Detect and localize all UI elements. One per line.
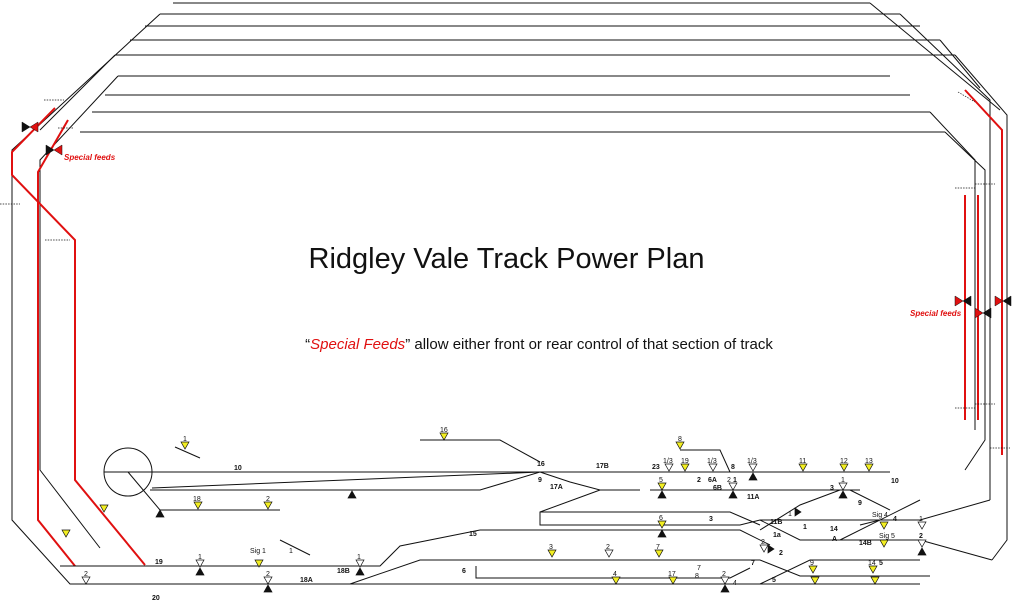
section-label: 1a	[773, 532, 781, 539]
subtitle-quote-open: “	[305, 336, 311, 353]
feed-label: 1	[919, 516, 923, 523]
section-label: 9	[858, 500, 862, 507]
special-feeds-label-left: Special feeds	[64, 153, 116, 162]
section-label: 5	[772, 577, 776, 584]
section-label: 3	[709, 516, 713, 523]
feed-label: 1	[357, 554, 361, 561]
feed-label: Sig 4	[872, 512, 888, 519]
inner-loop-track	[39, 75, 986, 549]
special-feed-arrows	[21, 121, 1012, 319]
feed-label: 1/3	[747, 458, 757, 465]
section-label: 4	[893, 516, 897, 523]
feed-label: 13	[865, 458, 873, 465]
special-feed-wiring	[11, 89, 1003, 567]
feed-label: 7	[656, 544, 660, 551]
feed-label: 1	[289, 548, 293, 555]
section-label: 20	[152, 595, 160, 602]
section-label: 11B	[770, 519, 782, 526]
feed-label: 19	[681, 458, 689, 465]
section-label: 6B	[713, 485, 722, 492]
section-breaks	[0, 91, 1010, 449]
outer-loop-track	[11, 2, 1008, 585]
section-label: 11A	[747, 494, 759, 501]
black-feed-marker	[155, 472, 927, 593]
feed-label: 2	[727, 477, 731, 484]
section-label: 7	[751, 560, 755, 567]
feed-label: 17	[668, 571, 676, 578]
feed-label: 1	[183, 436, 187, 443]
section-label: 6A	[708, 477, 717, 484]
feed-label: 11	[799, 458, 806, 465]
feed-markers	[21, 121, 1012, 593]
section-label: 2	[919, 533, 923, 540]
section-label: 18B	[337, 568, 350, 575]
feed-label: 3	[549, 544, 553, 551]
feed-label: 2	[84, 571, 88, 578]
section-label: 19	[155, 559, 163, 566]
feed-label: 1/3	[707, 458, 717, 465]
feed-label: 1	[788, 511, 792, 518]
section-label: 14B	[859, 540, 872, 547]
yellow-feed-marker	[61, 432, 889, 585]
feed-label: 9	[810, 560, 814, 567]
feed-label: 14	[868, 560, 876, 567]
section-labels: 10 16 9 17B 17A 23 8 6A 6B 11A 11B 15 19…	[152, 461, 923, 602]
feed-label: 5	[659, 477, 663, 484]
page-title: Ridgley Vale Track Power Plan	[308, 243, 705, 275]
feed-label: 7	[697, 565, 701, 572]
section-label: 1	[803, 524, 807, 531]
section-label: 1	[733, 477, 737, 484]
feed-label: 2	[606, 544, 610, 551]
section-label: 9	[538, 477, 542, 484]
section-label: 8	[731, 464, 735, 471]
feed-label: 1	[198, 554, 202, 561]
section-label: 14	[830, 526, 838, 533]
feed-label: 8	[678, 436, 682, 443]
section-label: 17B	[596, 463, 609, 470]
section-label: A	[832, 536, 837, 543]
section-label: 17A	[550, 484, 563, 491]
white-feed-marker	[81, 463, 927, 585]
section-label: 23	[652, 464, 660, 471]
feed-label: 4	[733, 580, 737, 587]
section-label: 10	[234, 465, 242, 472]
section-label: 16	[537, 461, 545, 468]
section-label: 10	[891, 478, 899, 485]
feed-label: 12	[840, 458, 848, 465]
section-label: 15	[469, 531, 477, 538]
feed-labels: 1 16 18 2 8 1/3 19 1/3 1/3 11 12 13 5 2 …	[84, 427, 923, 587]
special-feeds-label-right: Special feeds	[910, 309, 962, 318]
feed-label: Sig 5	[879, 533, 895, 540]
feed-label: 1/3	[663, 458, 673, 465]
feed-label: 2	[266, 496, 270, 503]
feed-label: 4	[613, 571, 617, 578]
section-label: 18A	[300, 577, 313, 584]
section-label: 2	[697, 477, 701, 484]
subtitle-highlight: Special Feeds	[310, 336, 406, 353]
yard-tracks	[60, 439, 993, 585]
feed-label: 1	[841, 477, 845, 484]
feed-label: 2	[761, 539, 765, 546]
feed-label: Sig 1	[250, 548, 266, 555]
feed-label: 18	[193, 496, 201, 503]
section-label: 3	[830, 485, 834, 492]
feed-label: 8	[695, 573, 699, 580]
feed-label: 2	[722, 571, 726, 578]
subtitle-rest: ” allow either front or rear control of …	[405, 336, 773, 353]
feed-label: 2	[266, 571, 270, 578]
feed-label: 16	[440, 427, 448, 434]
section-label: 6	[462, 568, 466, 575]
feed-label: 6	[659, 515, 663, 522]
section-label: 5	[879, 560, 883, 567]
page-subtitle: “Special Feeds” allow either front or re…	[0, 336, 1013, 353]
section-label: 2	[779, 550, 783, 557]
